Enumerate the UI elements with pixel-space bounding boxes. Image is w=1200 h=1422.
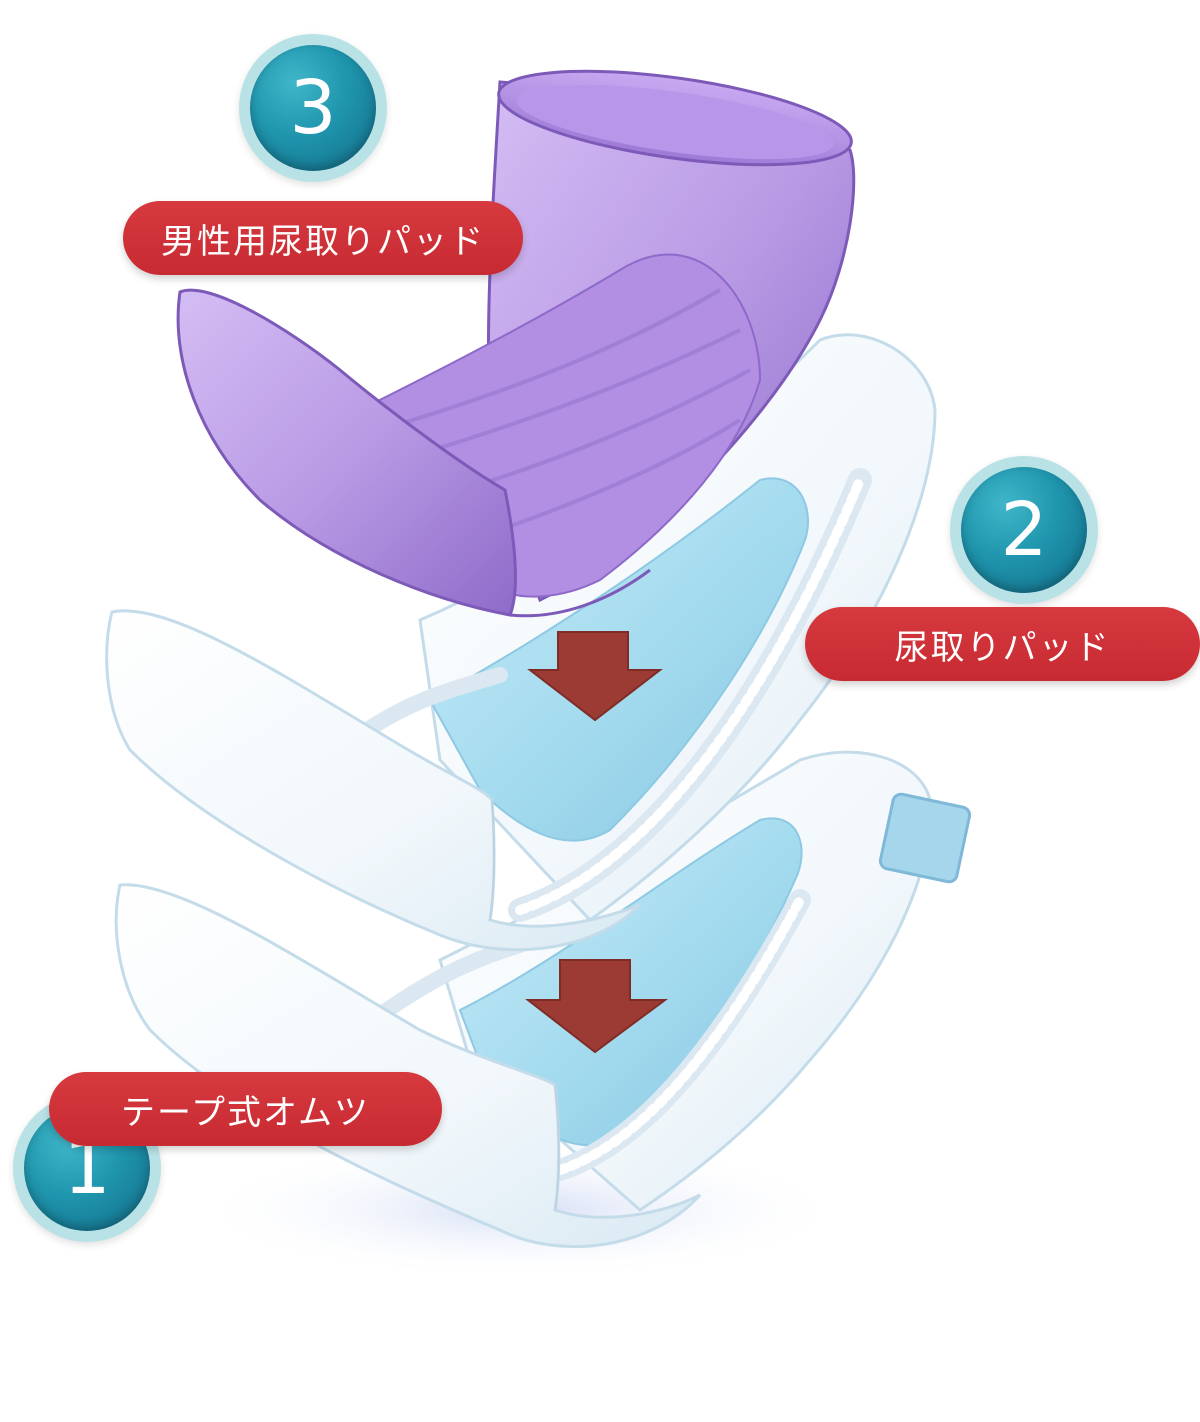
layer-2-number-badge: 2 (950, 456, 1098, 604)
layer-3-number: 3 (250, 45, 376, 171)
layer-2-label: 尿取りパッド (805, 607, 1200, 681)
down-arrow-icon (527, 631, 663, 722)
layer-3-label: 男性用尿取りパッド (123, 201, 523, 275)
layer-1-label: テープ式オムツ (49, 1072, 442, 1146)
layer-3-number-badge: 3 (239, 34, 387, 182)
layer-2-number: 2 (961, 467, 1087, 593)
down-arrow-icon (525, 959, 669, 1054)
male-pad-illustration (176, 69, 856, 618)
tape-diaper-illustration (114, 750, 972, 1249)
